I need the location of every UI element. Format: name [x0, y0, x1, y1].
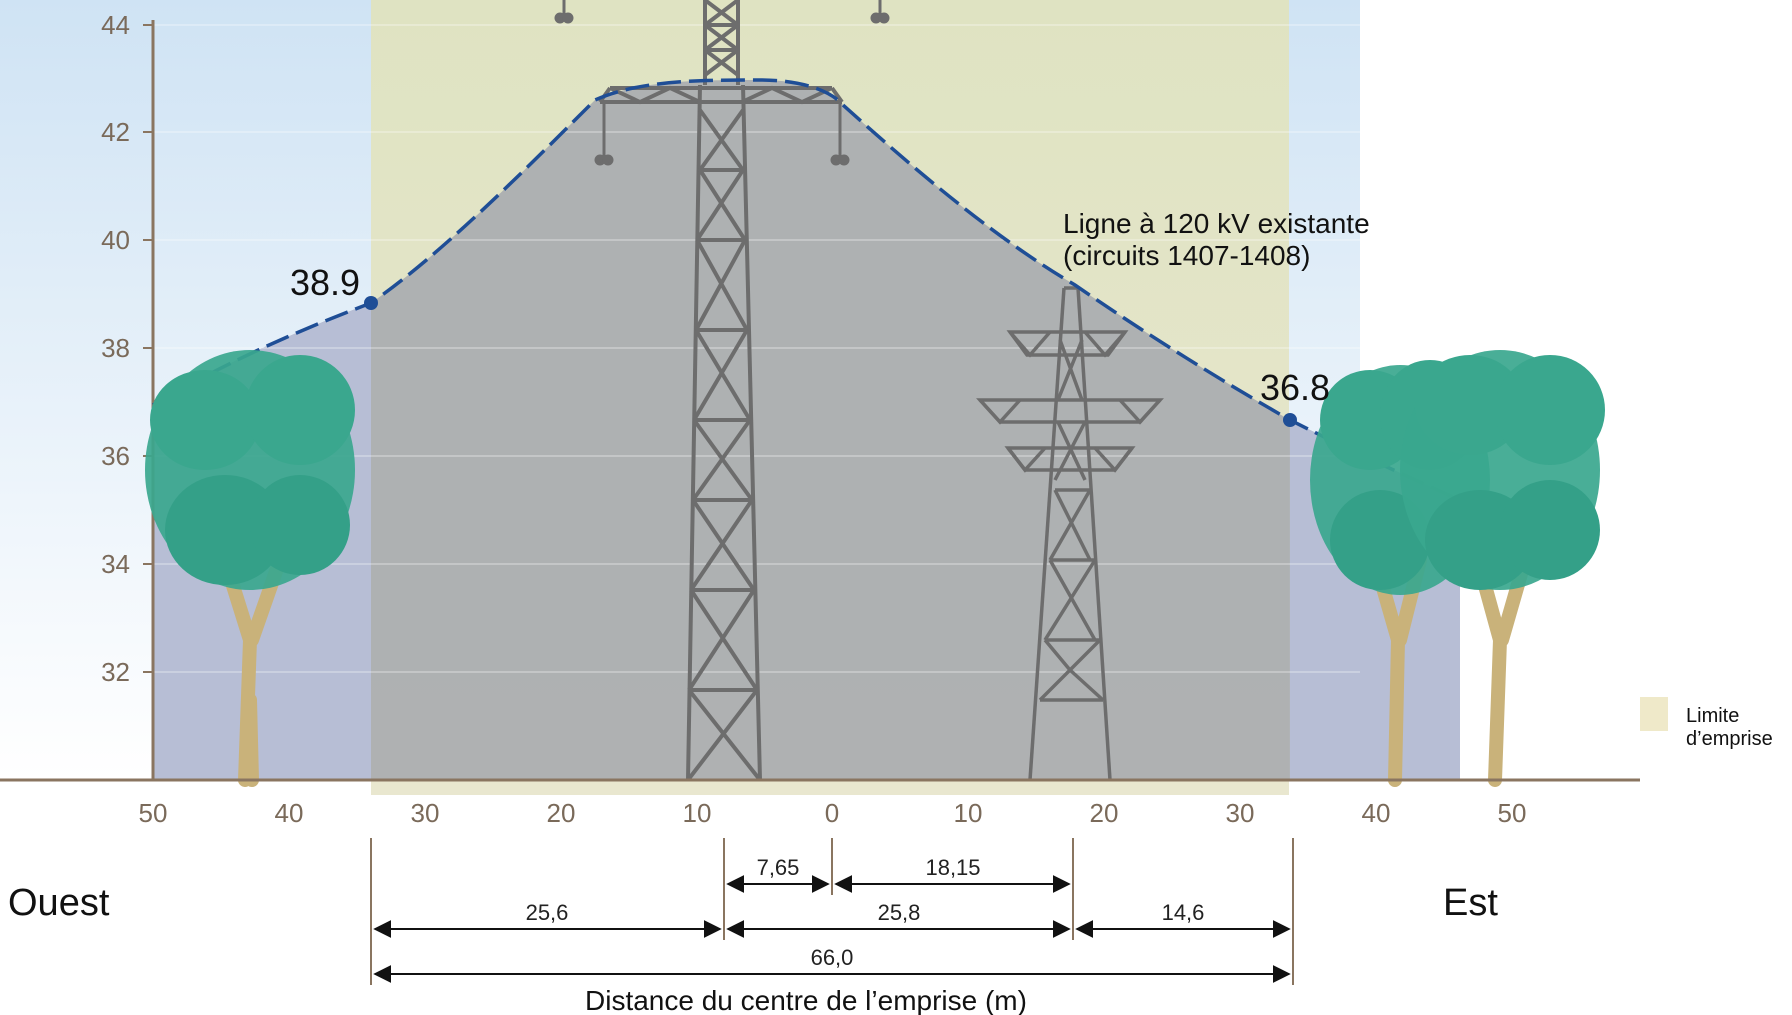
legend-label-line2: d’emprise — [1686, 728, 1773, 750]
dimension-label-25-6: 25,6 — [526, 900, 569, 925]
dimension-label-7-65: 7,65 — [757, 855, 800, 880]
dimension-label-66-0: 66,0 — [811, 945, 854, 970]
x-tick-label: 10 — [954, 798, 983, 828]
y-tick-label: 40 — [101, 225, 130, 255]
east-label: Est — [1443, 882, 1498, 924]
clearance-zone — [153, 80, 1460, 780]
x-axis-title: Distance du centre de l’emprise (m) — [585, 985, 1027, 1015]
dimension-label-18-15: 18,15 — [925, 855, 980, 880]
tower-small-icon — [976, 286, 1164, 781]
dimension-label-25-8: 25,8 — [878, 900, 921, 925]
y-tick-label: 34 — [101, 549, 130, 579]
existing-line-label-1: Ligne à 120 kV existante — [1063, 208, 1370, 239]
west-label: Ouest — [8, 882, 110, 924]
dimension-label-14-6: 14,6 — [1162, 900, 1205, 925]
y-axis-labels: 44 42 40 38 36 34 32 — [101, 10, 130, 687]
x-tick-label: 20 — [547, 798, 576, 828]
y-tick-label: 42 — [101, 117, 130, 147]
tree-icon — [145, 350, 355, 787]
x-axis-labels: 50 40 30 20 10 0 10 20 30 40 50 — [139, 798, 1527, 828]
x-tick-label: 50 — [139, 798, 168, 828]
x-tick-label: 30 — [1226, 798, 1255, 828]
y-tick-label: 38 — [101, 333, 130, 363]
elevation-label-east: 36.8 — [1260, 367, 1330, 408]
elevation-label-west: 38.9 — [290, 262, 360, 303]
x-tick-label: 20 — [1090, 798, 1119, 828]
x-tick-label: 40 — [1362, 798, 1391, 828]
existing-line-label-2: (circuits 1407-1408) — [1063, 240, 1310, 271]
dimension-extension-lines — [370, 838, 1294, 985]
legend-swatch — [1640, 697, 1668, 731]
y-tick-label: 36 — [101, 441, 130, 471]
y-tick-label: 32 — [101, 657, 130, 687]
profile-point-west — [364, 296, 378, 310]
dimension-arrows — [373, 875, 1291, 983]
x-tick-label: 0 — [825, 798, 839, 828]
tower-large-icon — [598, 0, 844, 782]
y-tick-label: 44 — [101, 10, 130, 40]
x-tick-label: 30 — [411, 798, 440, 828]
profile-point-east — [1283, 413, 1297, 427]
tree-icon — [1400, 350, 1605, 787]
insulator-icons — [554, 0, 890, 166]
clearance-profile-line — [152, 78, 1461, 502]
x-tick-label: 10 — [683, 798, 712, 828]
x-tick-label: 40 — [275, 798, 304, 828]
legend-label-line1: Limite — [1686, 705, 1739, 727]
x-tick-label: 50 — [1498, 798, 1527, 828]
